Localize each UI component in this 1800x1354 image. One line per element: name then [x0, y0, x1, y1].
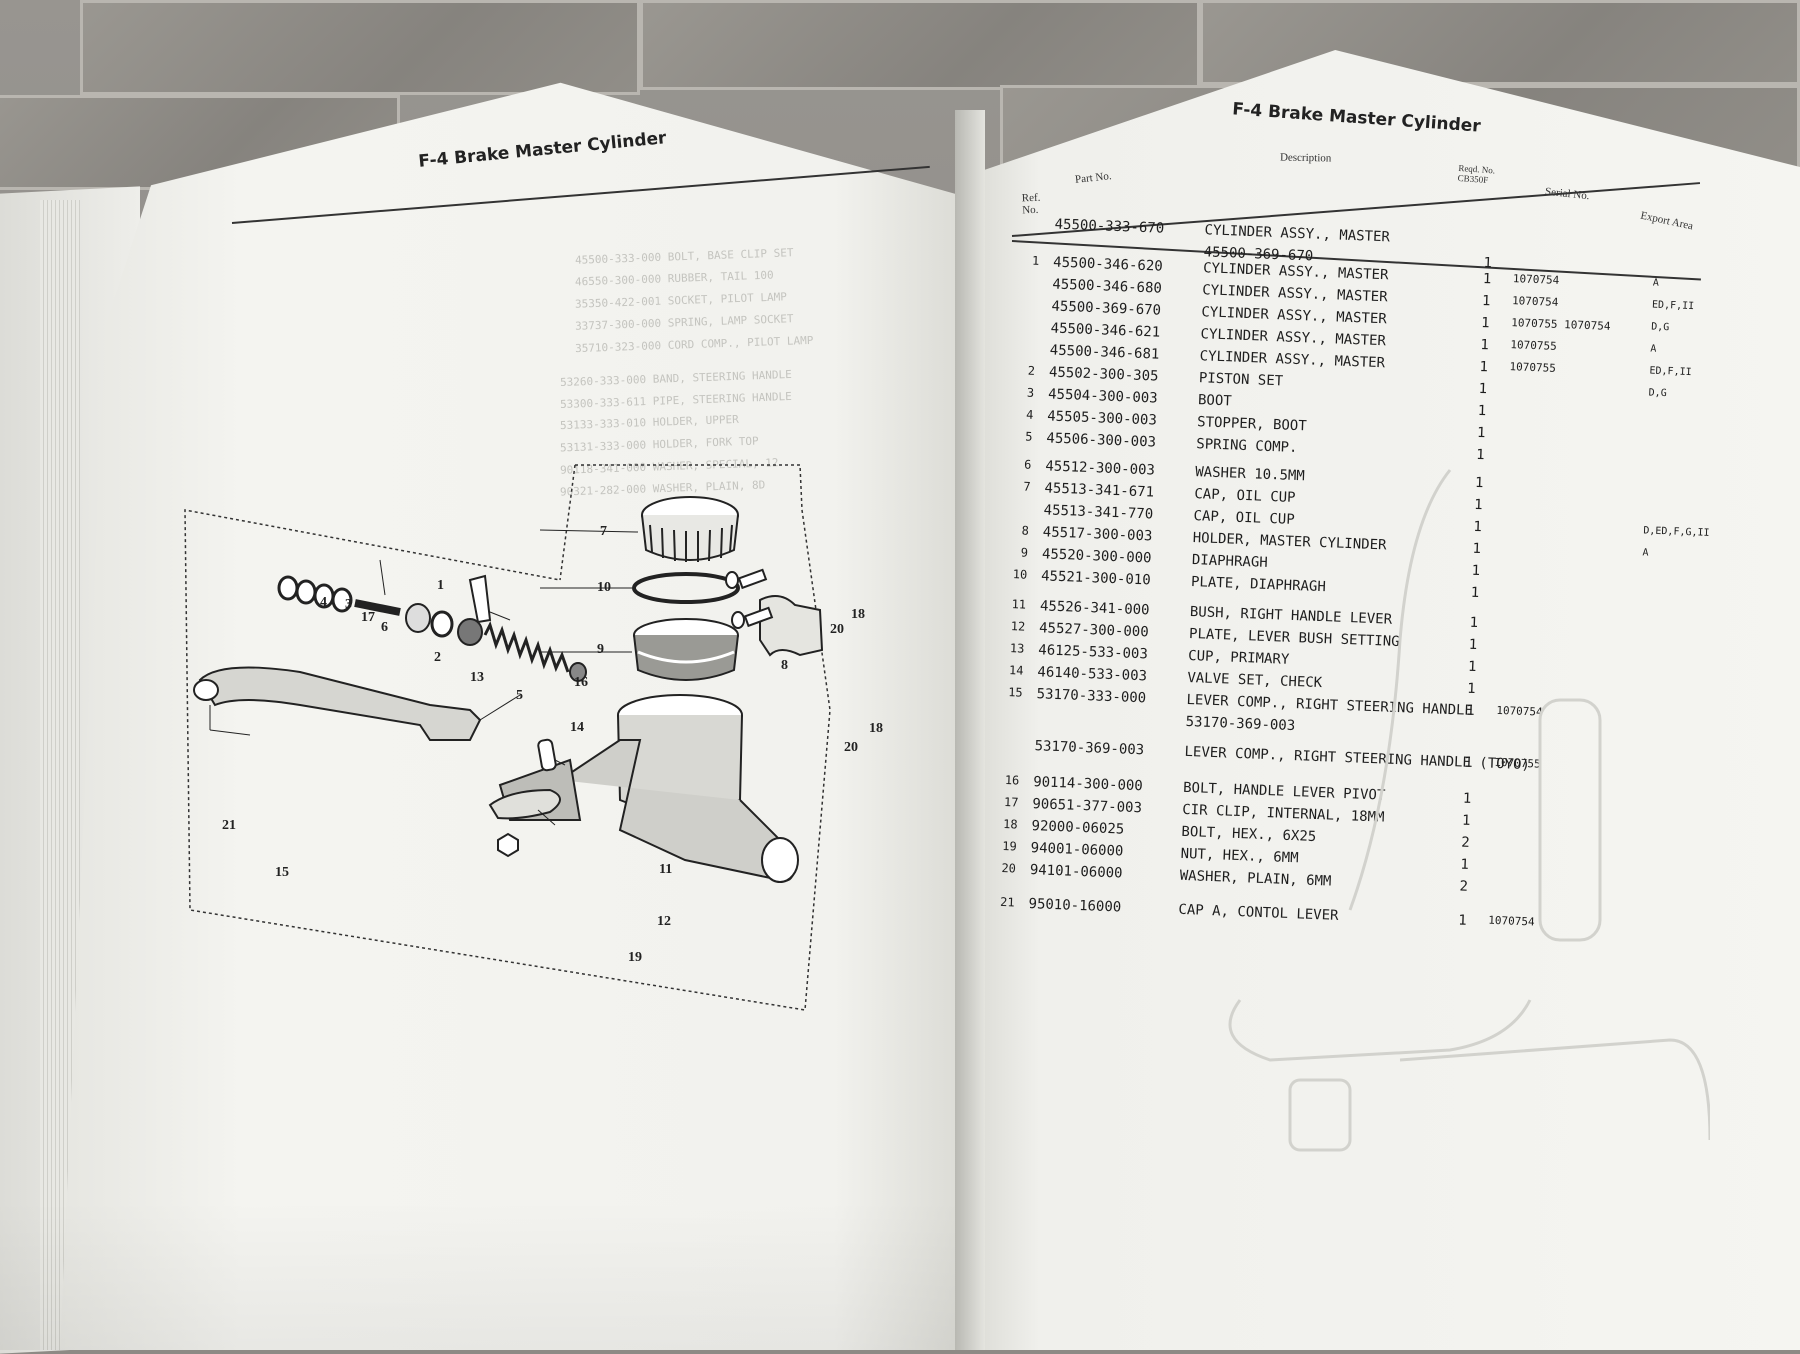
callout-18b: 18	[869, 721, 883, 736]
reqd-no-header: Reqd. No. CB350F	[1457, 162, 1496, 186]
callout-8: 8	[781, 658, 788, 673]
pivot-bolt-part	[468, 574, 492, 624]
wall-brick	[640, 0, 1200, 90]
description-header: Description	[1279, 151, 1332, 165]
callout-16: 16	[574, 675, 588, 690]
show-through-drawing	[1228, 469, 1710, 1152]
callout-7: 7	[600, 524, 607, 539]
callout-3: 3	[345, 597, 352, 612]
lever-bush-part	[537, 738, 557, 772]
callout-4: 4	[320, 595, 327, 610]
diaphragm-part	[633, 618, 739, 681]
callout-17: 17	[361, 610, 375, 625]
piston-assembly	[277, 575, 587, 682]
callout-20b: 20	[844, 740, 858, 755]
oil-cup-cap-part	[641, 496, 739, 562]
callout-20a: 20	[830, 622, 844, 637]
exploded-parts-diagram	[184, 464, 831, 1011]
left-page	[60, 82, 970, 1350]
bolt-washer-set	[725, 568, 774, 629]
ref-no-header: Ref. No.	[1021, 191, 1041, 217]
brake-lever-part	[198, 666, 482, 741]
diagram-boundary	[184, 464, 831, 1011]
callout-2: 2	[434, 650, 441, 665]
callout-18a: 18	[851, 607, 865, 622]
callout-1: 1	[437, 578, 444, 593]
callout-11: 11	[659, 862, 673, 877]
callout-14: 14	[570, 720, 584, 735]
master-cylinder-body	[498, 694, 799, 883]
lever-cap-part	[193, 679, 219, 701]
callout-19: 19	[628, 950, 642, 965]
callout-12: 12	[657, 914, 671, 929]
callout-15: 15	[275, 865, 289, 880]
hex-nut-part	[497, 832, 519, 858]
wall-brick	[80, 0, 640, 95]
callout-5: 5	[516, 688, 523, 703]
callout-10: 10	[597, 580, 611, 595]
leader-lines	[209, 529, 639, 826]
callout-21: 21	[222, 818, 236, 833]
callout-9: 9	[597, 642, 604, 657]
cylinder-holder-part	[759, 595, 824, 657]
callout-6: 6	[381, 620, 388, 635]
page-shadow	[0, 1200, 960, 1350]
diaphragm-plate-part	[632, 572, 740, 604]
book-gutter	[955, 110, 985, 1350]
bush-setting-plate-part	[488, 788, 561, 820]
callout-13: 13	[470, 670, 484, 685]
right-page	[955, 50, 1800, 1350]
